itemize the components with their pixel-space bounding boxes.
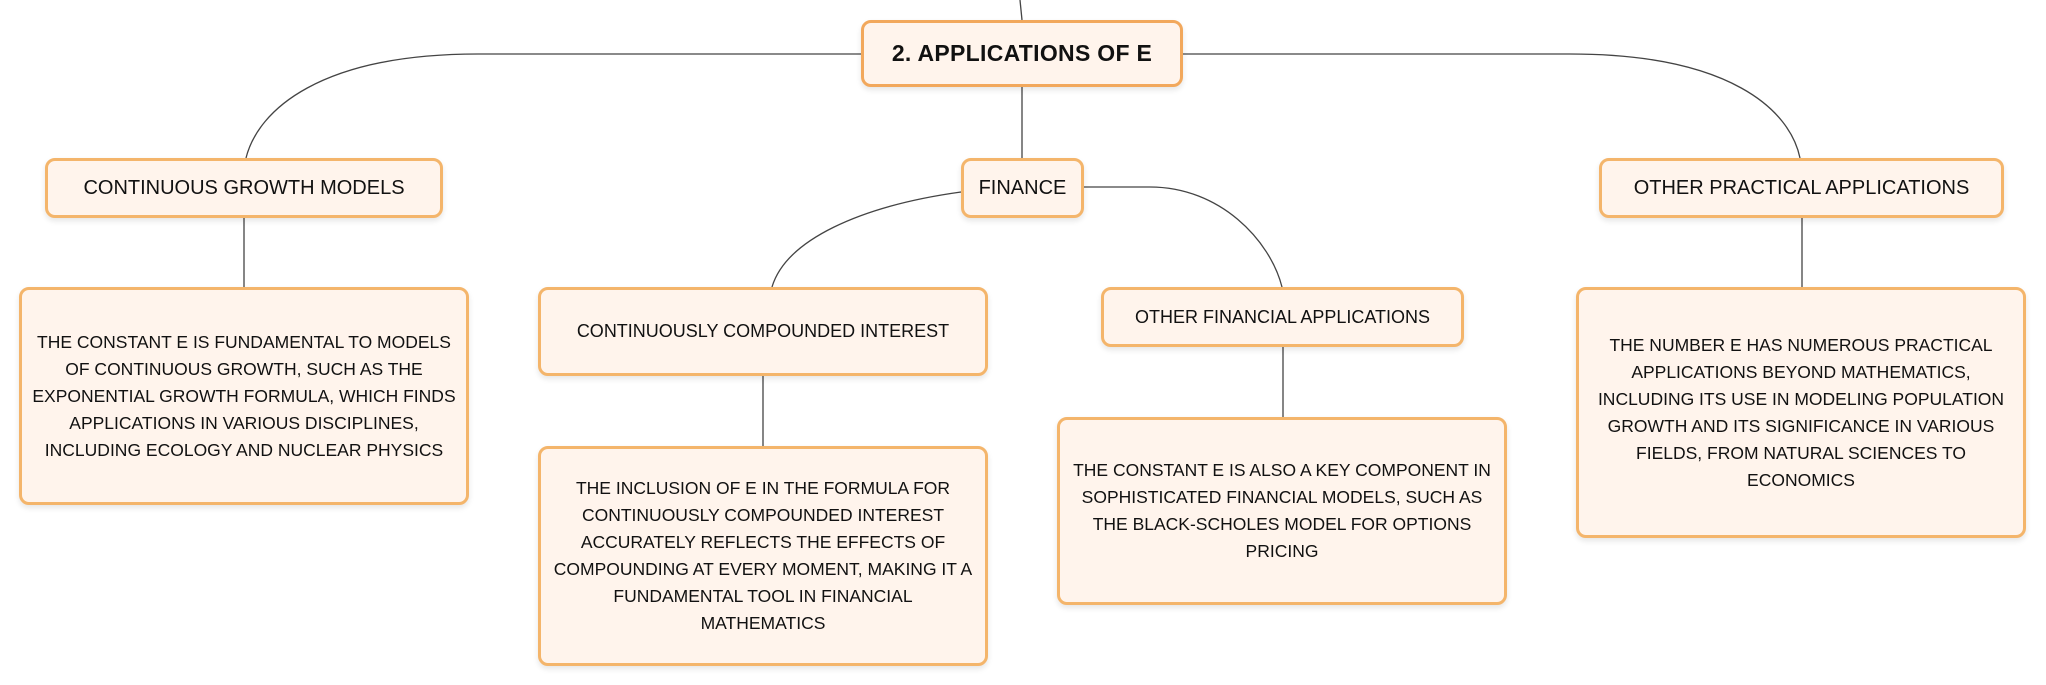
connector-finance-to-other-financial	[1084, 186, 1283, 288]
node-finance[interactable]: FINANCE	[961, 158, 1084, 218]
connector-incoming-root	[1019, 0, 1023, 21]
node-continuous-growth-detail[interactable]: THE CONSTANT E IS FUNDAMENTAL TO MODELS …	[19, 287, 469, 505]
node-continuous-growth-models-label: CONTINUOUS GROWTH MODELS	[83, 176, 405, 199]
node-continuous-growth-detail-text: THE CONSTANT E IS FUNDAMENTAL TO MODELS …	[32, 331, 456, 460]
connector-finance-to-compounded	[771, 191, 962, 288]
node-other-financial-detail-text: THE CONSTANT E IS ALSO A KEY COMPONENT I…	[1073, 460, 1491, 561]
node-other-practical-detail-text: THE NUMBER E HAS NUMEROUS PRACTICAL APPL…	[1597, 334, 2005, 490]
node-other-practical-applications-label: OTHER PRACTICAL APPLICATIONS	[1633, 176, 1970, 199]
node-continuous-growth-models[interactable]: CONTINUOUS GROWTH MODELS	[45, 158, 443, 218]
node-other-practical-detail[interactable]: THE NUMBER E HAS NUMEROUS PRACTICAL APPL…	[1576, 287, 2026, 538]
node-other-practical-applications[interactable]: OTHER PRACTICAL APPLICATIONS	[1599, 158, 2004, 218]
node-continuously-compounded-interest[interactable]: CONTINUOUSLY COMPOUNDED INTEREST	[538, 287, 988, 376]
connector-root-to-continuous-growth	[245, 53, 861, 159]
root-node[interactable]: 2. APPLICATIONS OF E	[861, 20, 1183, 87]
node-other-financial-applications-label: OTHER FINANCIAL APPLICATIONS	[1134, 306, 1431, 327]
node-other-financial-applications[interactable]: OTHER FINANCIAL APPLICATIONS	[1101, 287, 1464, 347]
node-compounded-interest-detail-text: THE INCLUSION OF E IN THE FORMULA FOR CO…	[553, 478, 973, 633]
node-compounded-interest-detail[interactable]: THE INCLUSION OF E IN THE FORMULA FOR CO…	[538, 446, 988, 666]
connector-root-to-other-practical	[1183, 53, 1801, 159]
node-finance-label: FINANCE	[978, 176, 1067, 199]
node-other-financial-detail[interactable]: THE CONSTANT E IS ALSO A KEY COMPONENT I…	[1057, 417, 1507, 605]
root-node-label: 2. APPLICATIONS OF E	[891, 40, 1153, 66]
node-continuously-compounded-interest-label: CONTINUOUSLY COMPOUNDED INTEREST	[576, 321, 950, 341]
